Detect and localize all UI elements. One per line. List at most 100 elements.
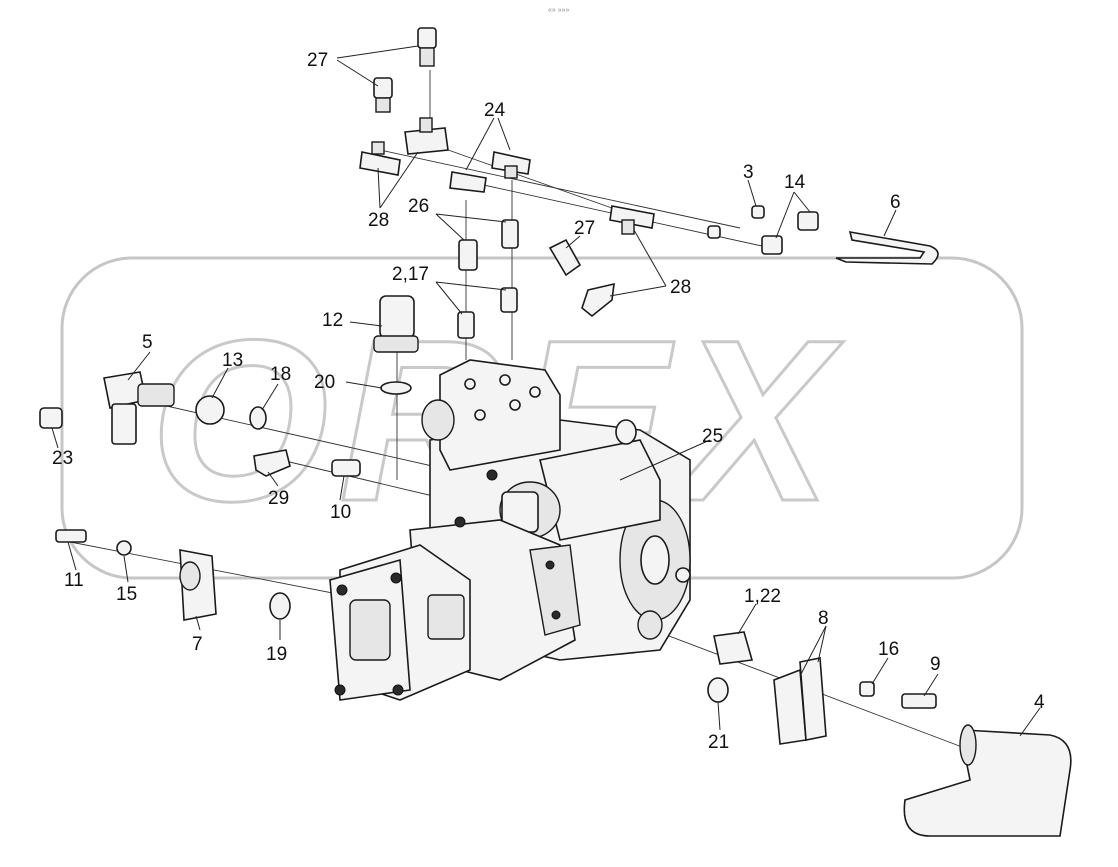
elbow-29: [253, 449, 291, 477]
port-fitting: [637, 610, 663, 640]
elbow-fitting: [253, 449, 291, 477]
elbow-28-right: [581, 282, 615, 318]
hose-6: [835, 230, 939, 265]
breather-12: [373, 295, 419, 395]
label-29: 29: [268, 488, 289, 509]
bolt: [509, 399, 521, 411]
tee-fitting: [449, 171, 487, 193]
oring-19: [269, 592, 291, 620]
pipe-elbow: [903, 729, 1072, 837]
label-24: 24: [484, 100, 506, 121]
tee-fitting: [359, 151, 401, 176]
bolt: [334, 684, 346, 696]
pipe-end: [959, 724, 977, 766]
fitting-27-top: [373, 27, 437, 113]
pipe-elbow-4: [903, 724, 1072, 837]
bolt: [529, 386, 541, 398]
label-21: 21: [708, 732, 729, 753]
port-flange: [529, 544, 581, 636]
ring-18: [249, 406, 267, 430]
label-8: 8: [818, 608, 829, 629]
fitting-body: [548, 238, 582, 277]
nipple: [500, 287, 518, 313]
label-1-22: 1,22: [744, 586, 781, 607]
flange-half: [799, 657, 827, 741]
elbow-stem: [111, 403, 137, 445]
bolt: [464, 378, 476, 390]
label-20: 20: [314, 372, 335, 393]
label-2-17: 2,17: [392, 264, 429, 285]
o-ring-20: [380, 381, 412, 395]
bolt-11: [55, 529, 87, 543]
fitting-1-22: [713, 631, 754, 665]
bolt-9: [901, 693, 937, 709]
axis-line: [419, 139, 641, 219]
elbow-outlet: [137, 383, 175, 407]
label-7: 7: [192, 634, 203, 655]
fitting-stem: [375, 97, 391, 113]
bolt: [545, 560, 555, 570]
side-cover-boss: [640, 535, 670, 585]
o-ring: [707, 677, 729, 703]
hose-loop: [835, 230, 939, 265]
bolt: [551, 610, 561, 620]
flange-bore: [179, 561, 201, 591]
elbow-5: [103, 371, 175, 445]
label-25: 25: [702, 426, 723, 447]
adapter: [501, 219, 519, 249]
fitting: [331, 459, 361, 477]
part-labels: 27 24 28 26 27 3 14 6 28 2,17 12 5 13 18…: [52, 50, 1045, 753]
nut: [761, 235, 783, 255]
nut: [707, 225, 721, 239]
label-28: 28: [368, 210, 389, 231]
label-27: 27: [307, 50, 328, 71]
label-11: 11: [64, 570, 84, 591]
tee-stem: [371, 141, 385, 155]
cap: [39, 407, 63, 429]
nipple: [457, 311, 475, 339]
nut-13: [195, 395, 225, 425]
bolt: [474, 409, 486, 421]
o-ring: [269, 592, 291, 620]
label-4: 4: [1034, 692, 1045, 713]
bolt: [336, 584, 348, 596]
label-18: 18: [270, 364, 291, 385]
tee-fittings-24-28: [359, 117, 655, 235]
label-26: 26: [408, 196, 429, 217]
label-16: 16: [878, 639, 899, 660]
label-28: 28: [670, 277, 691, 298]
label-5: 5: [142, 332, 153, 353]
washer: [116, 540, 132, 556]
split-flange-8: [773, 657, 827, 745]
label-12: 12: [322, 310, 343, 331]
hydraulic-pump-assembly: [329, 359, 691, 701]
fitting-10: [331, 459, 361, 477]
breather-body: [379, 295, 415, 339]
axis-line: [259, 454, 451, 501]
gear-pump-port: [427, 594, 465, 640]
fitting-27-right: [548, 238, 582, 277]
lifting-lug: [615, 419, 637, 445]
label-14: 14: [784, 172, 806, 193]
valve-knob: [421, 399, 455, 441]
nut: [797, 211, 819, 231]
gear-pump-face: [349, 599, 391, 661]
oring-21: [707, 677, 729, 703]
plug: [675, 567, 691, 583]
cap-23: [39, 407, 63, 429]
nut-16: [859, 681, 875, 697]
tee-stem: [504, 165, 518, 179]
tee-fitting: [491, 151, 531, 175]
washer-15: [116, 540, 132, 556]
fitting: [713, 631, 754, 665]
seal-ring: [249, 406, 267, 430]
label-6: 6: [890, 192, 901, 213]
elbow-fitting: [581, 282, 615, 318]
leader-lines: [51, 45, 1041, 737]
valve-block: [439, 359, 561, 471]
nipples-2-17: [457, 287, 518, 339]
adapters-26: [458, 219, 519, 271]
tee-fitting: [609, 205, 655, 229]
